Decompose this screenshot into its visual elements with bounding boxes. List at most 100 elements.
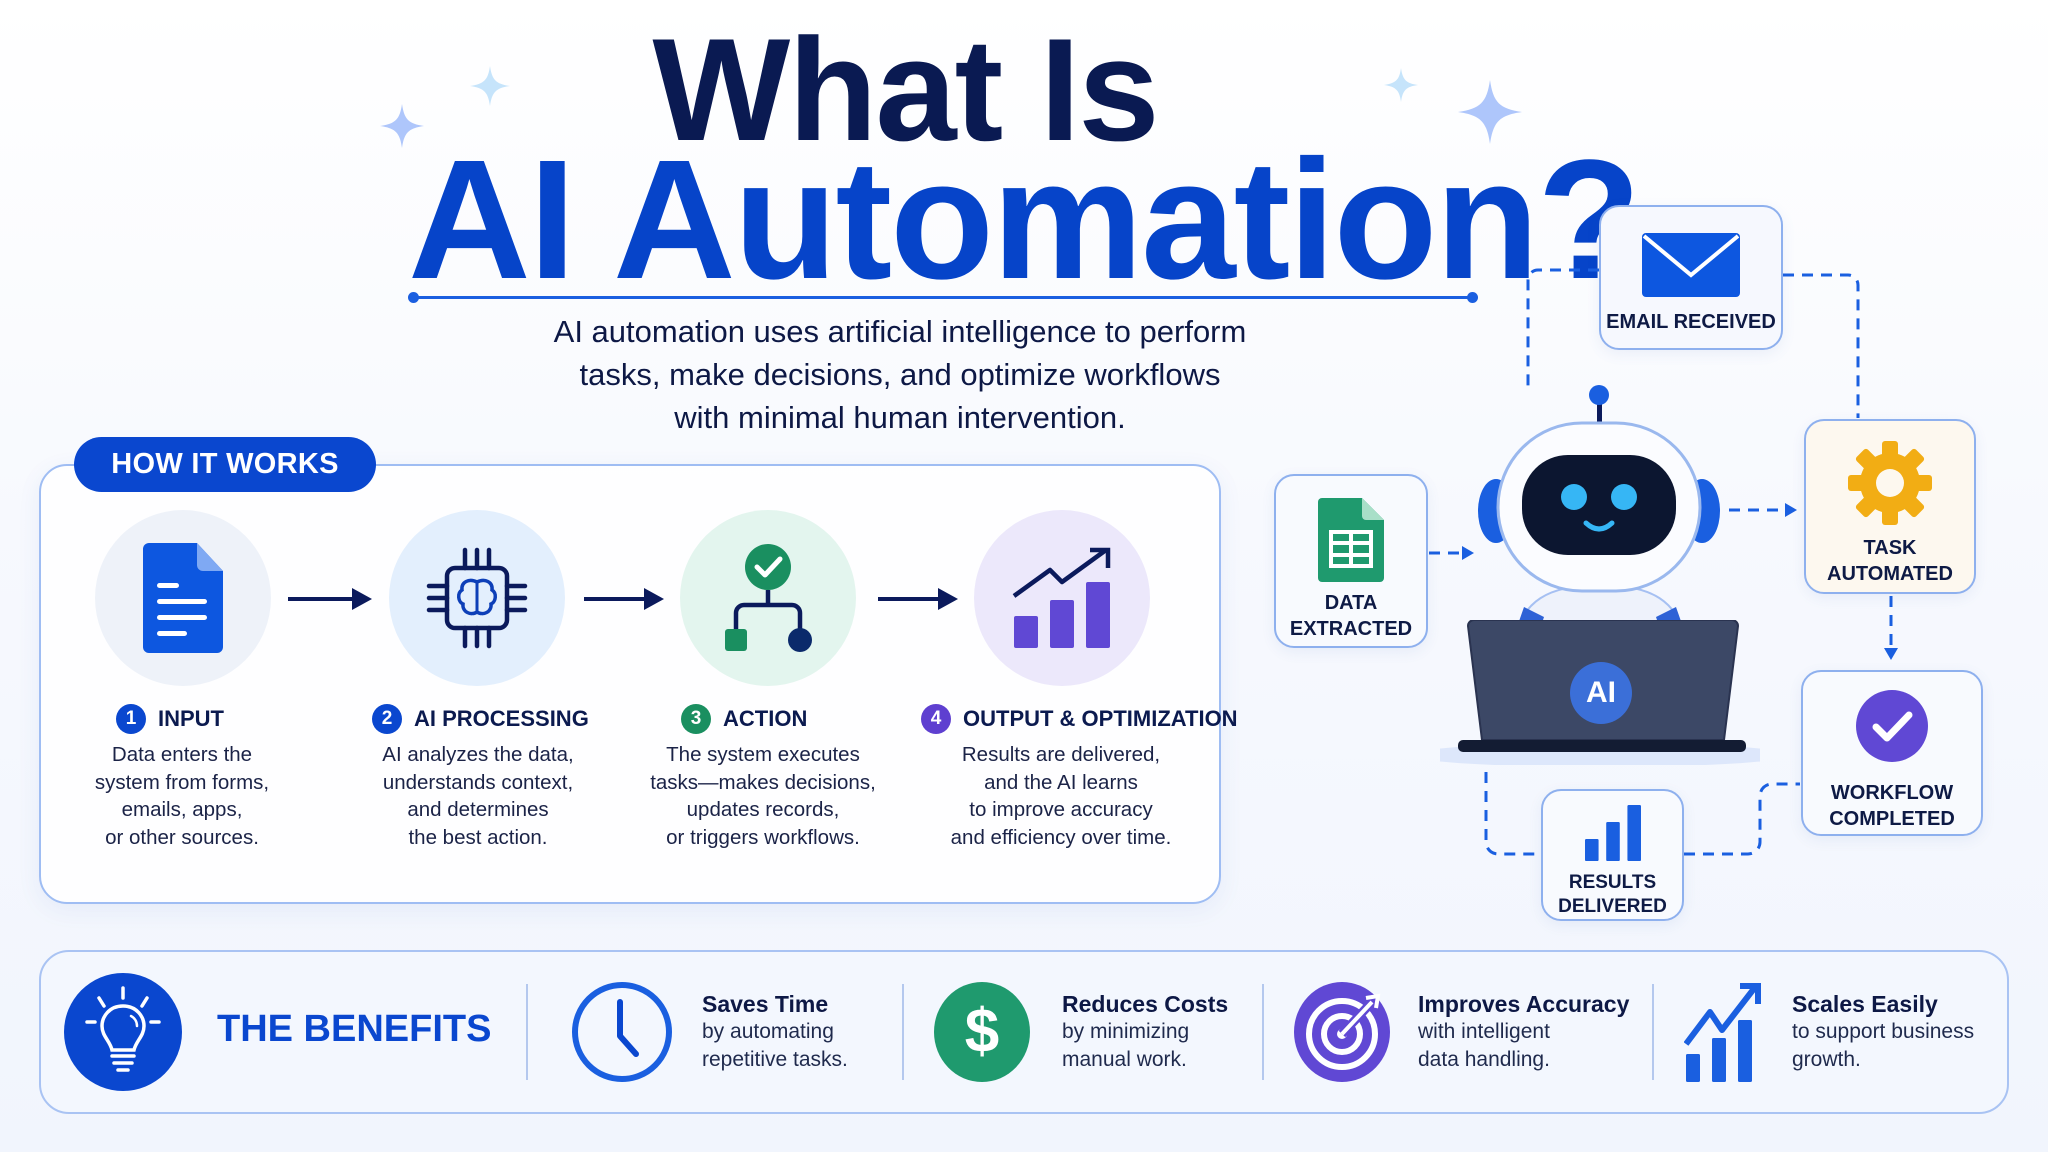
step-2-icon-circle — [389, 510, 565, 686]
lightbulb-icon — [85, 986, 161, 1072]
desc-line: to improve accuracy — [969, 798, 1153, 821]
divider — [1652, 984, 1654, 1080]
step-4-title: 4 OUTPUT & OPTIMIZATION — [921, 703, 1238, 735]
benefit-desc: to support business — [1792, 1020, 1975, 1043]
desc-line: emails, apps, — [121, 798, 243, 821]
sparkle-icon — [1458, 80, 1522, 144]
step-title: OUTPUT & OPTIMIZATION — [963, 706, 1238, 731]
step-number-badge: 3 — [681, 704, 711, 734]
node-label: COMPLETED — [1829, 808, 1955, 830]
node-label: TASK — [1863, 537, 1917, 559]
step-1-description: Data enters the system from forms, email… — [37, 741, 327, 851]
step-2-title: 2 AI PROCESSING — [372, 703, 589, 735]
desc-line: the best action. — [408, 825, 548, 849]
step-title: AI PROCESSING — [414, 706, 589, 731]
sparkle-icon — [1384, 68, 1418, 102]
page-title-line-1: What Is — [652, 8, 1159, 171]
desc-line: system from forms, — [94, 770, 270, 794]
benefit-improves-accuracy: Improves Accuracy with intelligent data … — [1418, 990, 1629, 1074]
node-label: DELIVERED — [1558, 896, 1667, 917]
title-underline — [408, 292, 1478, 303]
step-number-badge: 1 — [116, 704, 146, 734]
step-number-badge: 2 — [372, 704, 402, 734]
subtitle-line: tasks, make decisions, and optimize work… — [579, 357, 1221, 392]
desc-line: and determines — [407, 798, 549, 821]
step-2-description: AI analyzes the data, understands contex… — [333, 741, 623, 851]
ai-badge-label: AI — [1586, 676, 1616, 709]
arrowhead — [1884, 648, 1898, 660]
bar-chart-icon — [1584, 805, 1641, 861]
growth-chart-icon — [1012, 547, 1111, 648]
step-4-icon-circle — [974, 510, 1150, 686]
arrow-right-icon — [584, 588, 664, 610]
node-label: EMAIL RECEIVED — [1606, 311, 1776, 333]
subtitle-line: with minimal human intervention. — [674, 400, 1126, 435]
benefit-title: Reduces Costs — [1062, 991, 1229, 1017]
desc-line: Results are delivered, — [961, 743, 1161, 766]
benefit-desc: by automating — [702, 1020, 834, 1043]
benefit-desc: by minimizing — [1062, 1020, 1190, 1043]
node-task-automated: TASK AUTOMATED — [1804, 419, 1976, 594]
desc-line: AI analyzes the data, — [382, 743, 574, 766]
sparkle-icon — [380, 104, 424, 148]
node-label: DATA — [1324, 592, 1378, 614]
node-data-extracted: DATA EXTRACTED — [1274, 474, 1428, 648]
target-icon — [1294, 982, 1390, 1082]
svg-text:$: $ — [965, 997, 999, 1066]
node-label: AUTOMATED — [1827, 563, 1953, 585]
spreadsheet-icon — [1318, 498, 1384, 582]
benefit-saves-time: Saves Time by automating repetitive task… — [702, 990, 848, 1074]
arrowhead — [1785, 503, 1797, 517]
check-circle-icon — [1856, 690, 1928, 762]
node-results-delivered: RESULTS DELIVERED — [1541, 789, 1684, 921]
divider — [526, 984, 528, 1080]
step-1-icon-circle — [95, 510, 271, 686]
step-number-badge: 4 — [921, 704, 951, 734]
subtitle-line: AI automation uses artificial intelligen… — [553, 314, 1247, 349]
decision-tree-icon — [725, 544, 812, 652]
step-3-icon-circle — [680, 510, 856, 686]
benefit-reduces-costs: Reduces Costs by minimizing manual work. — [1062, 990, 1228, 1074]
benefit-desc: with intelligent — [1418, 1020, 1550, 1043]
ai-badge: AI — [1570, 662, 1632, 724]
benefit-desc: repetitive tasks. — [702, 1048, 848, 1071]
step-title: INPUT — [158, 706, 224, 731]
envelope-icon — [1642, 233, 1740, 297]
arrow-right-icon — [878, 588, 958, 610]
benefit-desc: growth. — [1792, 1048, 1861, 1071]
how-it-works-label: HOW IT WORKS — [74, 437, 376, 492]
benefit-title: Scales Easily — [1792, 991, 1938, 1017]
desc-line: Data enters the — [111, 743, 253, 766]
page-title-line-2: AI Automation? — [408, 125, 1641, 315]
benefit-title: Saves Time — [702, 991, 829, 1017]
desc-line: and the AI learns — [984, 770, 1138, 794]
node-email-received: EMAIL RECEIVED — [1599, 205, 1783, 350]
benefit-desc: manual work. — [1062, 1048, 1187, 1071]
document-icon — [143, 543, 223, 653]
benefit-title: Improves Accuracy — [1418, 991, 1630, 1017]
node-workflow-completed: WORKFLOW COMPLETED — [1801, 670, 1983, 836]
step-3-title: 3 ACTION — [681, 703, 807, 735]
node-label: EXTRACTED — [1289, 618, 1413, 640]
node-label: WORKFLOW — [1830, 782, 1954, 804]
step-3-description: The system executes tasks—makes decision… — [618, 741, 908, 851]
benefit-desc: data handling. — [1418, 1048, 1550, 1071]
subtitle: AI automation uses artificial intelligen… — [440, 310, 1360, 439]
step-4-description: Results are delivered, and the AI learns… — [916, 741, 1206, 851]
desc-line: tasks—makes decisions, — [650, 770, 876, 794]
divider — [1262, 984, 1264, 1080]
node-label: RESULTS — [1568, 872, 1657, 893]
divider — [902, 984, 904, 1080]
benefit-scales-easily: Scales Easily to support business growth… — [1792, 990, 1974, 1074]
gear-icon — [1848, 441, 1932, 525]
arrowhead — [1462, 546, 1474, 560]
clock-icon — [572, 982, 672, 1082]
lightbulb-icon-badge — [64, 973, 182, 1091]
step-title: ACTION — [723, 706, 808, 731]
desc-line: The system executes — [666, 743, 860, 766]
desc-line: understands context, — [382, 770, 574, 794]
desc-line: or other sources. — [105, 825, 259, 849]
dollar-icon: $ — [934, 982, 1030, 1082]
growth-icon — [1684, 983, 1761, 1082]
